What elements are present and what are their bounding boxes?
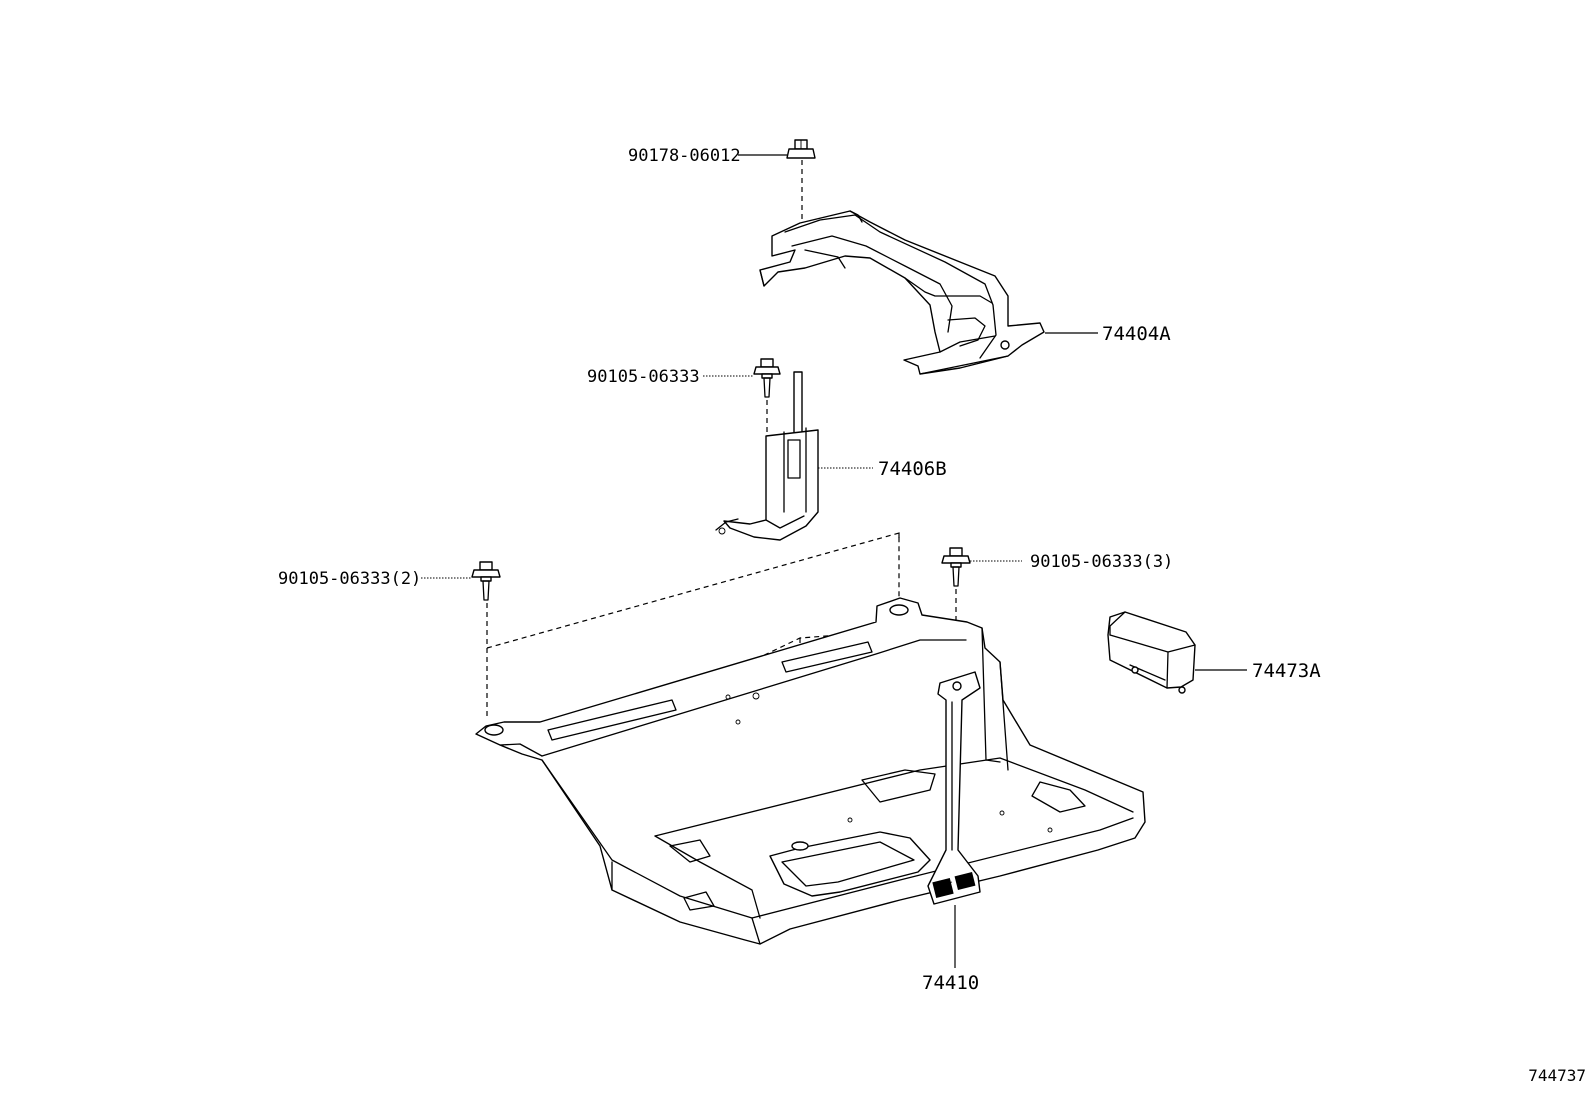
top-nut-icon [786, 139, 816, 159]
upper-bracket [759, 210, 1045, 375]
label-bolt-right: 90105-06333(3) [1030, 552, 1173, 572]
right-bolt-icon [941, 547, 971, 587]
cover-block [1107, 611, 1196, 694]
battery-tray [475, 597, 1146, 945]
label-bolt-left: 90105-06333(2) [278, 569, 421, 589]
clamp-bolt-icon [753, 358, 781, 398]
hold-down-strap [927, 671, 981, 905]
label-bolt-top: 90178-06012 [628, 146, 741, 166]
label-bolt-clamp: 90105-06333 [587, 367, 700, 387]
clamp-bracket [715, 371, 819, 541]
left-bolt-icon [471, 561, 501, 601]
figure-id: 744737 [1528, 1066, 1586, 1085]
label-cover: 74473A [1252, 660, 1321, 682]
label-bracket: 74404A [1102, 323, 1171, 345]
label-tray: 74410 [922, 972, 979, 994]
label-clamp: 74406B [878, 458, 947, 480]
